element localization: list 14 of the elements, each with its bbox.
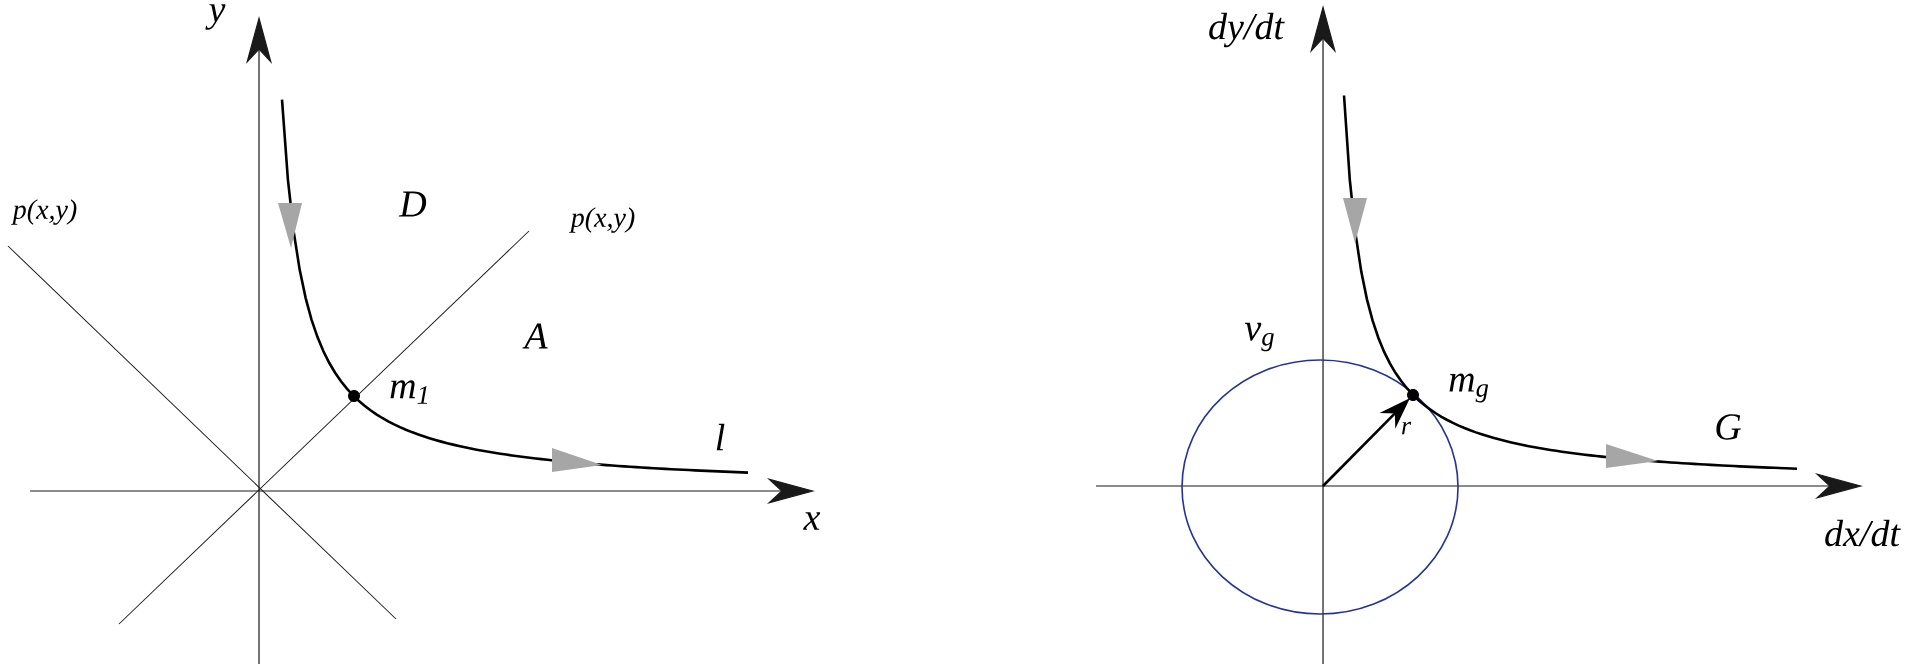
axis-label: y [205,4,226,30]
vector-label: r [1402,421,1412,435]
circle-label: v$_{g}$ [1244,322,1274,352]
curve-label: l [716,423,725,451]
point-label: m$_{g}$ [1449,373,1489,403]
point-label: m$_{1}$ [390,380,427,404]
axis-label: dx/dt [1825,519,1901,547]
curve-label: G [1716,414,1741,440]
line-label: p(x,y) [569,207,635,233]
region-label: A [522,323,548,349]
line-label: p(x,y) [11,199,77,225]
region-label: D [398,191,427,217]
axis-label: dy/dt [1209,12,1285,48]
axis-label: x [803,512,821,530]
